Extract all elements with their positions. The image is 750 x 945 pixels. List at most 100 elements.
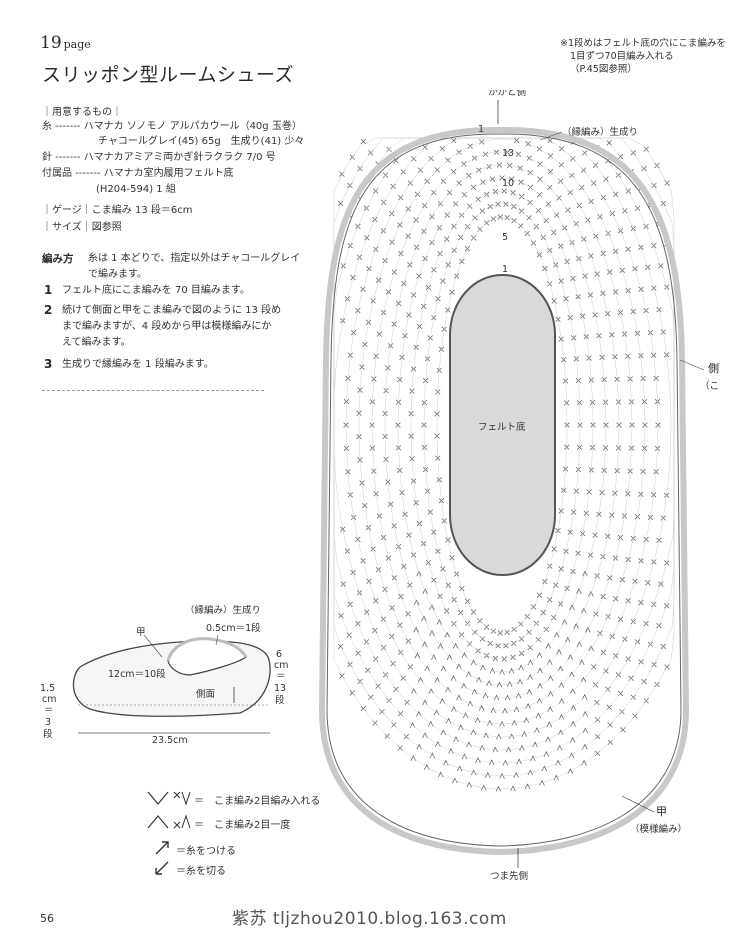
stitch-mark (569, 604, 575, 611)
stitch-mark (416, 570, 422, 577)
stitch-mark (452, 777, 458, 784)
stitch-mark (458, 724, 464, 731)
stitch-mark (511, 719, 517, 726)
stitch-mark (517, 678, 523, 685)
materials-heading: ｜用意するもの｜ (42, 107, 122, 118)
row-marker-5: 5 (502, 232, 508, 243)
legend-inc-symbol (147, 791, 191, 806)
sole-chart-diagram: かかと側 （縁編み）生成り 側面 （こま編み） フェルト底 甲 （模様編み） つ… (318, 90, 720, 880)
sole-label-2: cm (42, 694, 56, 705)
legend-dec-symbol (147, 814, 191, 829)
sole-label-5: 段 (43, 728, 53, 740)
stitch-layer (333, 137, 675, 792)
shoe-instep-leader (143, 634, 163, 658)
stitch-mark (521, 731, 528, 737)
stitch-mark (527, 769, 534, 776)
stitch-mark (570, 704, 576, 711)
stitch-mark (581, 607, 587, 614)
sole-label: フェルト底 (478, 421, 526, 433)
stitch-mark (431, 654, 437, 661)
stitch-mark (582, 710, 588, 717)
stitch-mark (573, 623, 579, 629)
stitch-mark (507, 681, 513, 687)
step-1-number: 1 (44, 283, 53, 297)
yarn-line-1: 糸 ------- ハマナカ ソノモノ アルパカウール（40g 玉巻） (42, 121, 302, 132)
needle-line: 針 ------- ハマナカアミアミ両かぎ針ラクラク 7/0 号 (42, 152, 276, 163)
stitch-mark (417, 676, 424, 683)
stitch-mark (434, 676, 441, 683)
stitch-mark (444, 631, 450, 638)
row-marker-10: 10 (502, 178, 514, 189)
row-marker-13: 13 (502, 148, 514, 159)
stitch-mark (515, 692, 522, 699)
stitch-mark (429, 630, 435, 636)
stitch-mark (606, 140, 612, 146)
stitch-mark (499, 668, 505, 675)
stitch-mark (505, 746, 512, 753)
stitch-mark (582, 570, 588, 577)
stitch-mark (466, 741, 472, 748)
gauge-line: ｜ゲージ｜こま編み 13 段＝6cm (42, 205, 193, 216)
stitch-mark (569, 671, 575, 678)
stitch-mark (496, 681, 503, 688)
note-line-2: 1目ずつ70目編み入れる (570, 51, 674, 62)
height-label-1: 6 (276, 649, 282, 660)
stitch-mark (483, 732, 489, 739)
legend-cut-symbol (155, 861, 169, 875)
stitch-mark (539, 779, 545, 786)
stitch-mark (456, 765, 463, 772)
height-label-3: ＝ (276, 671, 286, 682)
stitch-mark (576, 641, 583, 648)
stitch-mark (471, 688, 478, 695)
stitch-mark (536, 652, 543, 658)
stitch-mark (487, 719, 493, 726)
stitch-mark (446, 654, 453, 660)
stitch-mark (502, 759, 509, 766)
stitch-mark (421, 641, 428, 648)
round-guide-line (333, 137, 675, 790)
stitch-mark (516, 758, 522, 765)
stitch-mark (424, 665, 430, 672)
stitch-mark (461, 652, 468, 658)
stitch-mark (436, 618, 443, 625)
stitch-mark (490, 707, 496, 714)
stitch-mark (413, 626, 419, 633)
step-2-text-1: 続けて側面と甲をこま編みで図のように 13 段め (62, 305, 282, 316)
stitch-mark (556, 744, 563, 751)
stitch-mark (475, 757, 481, 763)
steps-intro-line-1: 糸は 1 本どりで、指定以外はチャコールグレイ (88, 253, 301, 264)
stitch-mark (526, 688, 533, 695)
stitch-mark (508, 733, 515, 740)
edging-label: （縁編み）生成り (562, 126, 638, 138)
stitch-mark (482, 692, 489, 699)
stitch-mark (478, 704, 485, 711)
legend-join-symbol (155, 841, 169, 855)
stitch-mark (582, 727, 588, 734)
stitch-mark (534, 727, 540, 733)
stitch-mark (466, 781, 472, 788)
stitch-mark (547, 659, 553, 665)
stitch-mark (421, 615, 427, 622)
stitch-mark (554, 631, 560, 638)
step-3-number: 3 (44, 357, 53, 371)
stitch-mark (541, 765, 548, 772)
toe-label: つま先側 (490, 870, 528, 880)
felt-sole (449, 274, 556, 576)
stitch-mark (588, 645, 594, 652)
stitch-mark (422, 699, 428, 706)
heel-label: かかと側 (488, 90, 526, 98)
shoe-edging-label: （縁編み）生成り (185, 605, 261, 616)
stitch-mark (339, 673, 345, 679)
page-number: 56 (40, 912, 54, 925)
diagram-note: ※1段めはフェルト底の穴にこま編みを 1目ずつ70目編み入れる （P.45図参照… (560, 37, 726, 76)
instep-sub-label: （模様編み） (630, 823, 687, 835)
stitch-mark (557, 665, 564, 672)
size-line: ｜サイズ｜図参照 (42, 222, 122, 233)
round-guide-line (397, 177, 607, 673)
section-divider (42, 390, 264, 391)
parts-line-1: 付属品 ------- ハマナカ室内履用フェルト底 (42, 168, 234, 179)
stitch-mark (545, 642, 552, 649)
height-label-2: cm (274, 660, 288, 671)
stitch-mark (440, 665, 447, 672)
step-1-text: フェルト底にこま編みを 70 目編みます。 (62, 285, 250, 296)
